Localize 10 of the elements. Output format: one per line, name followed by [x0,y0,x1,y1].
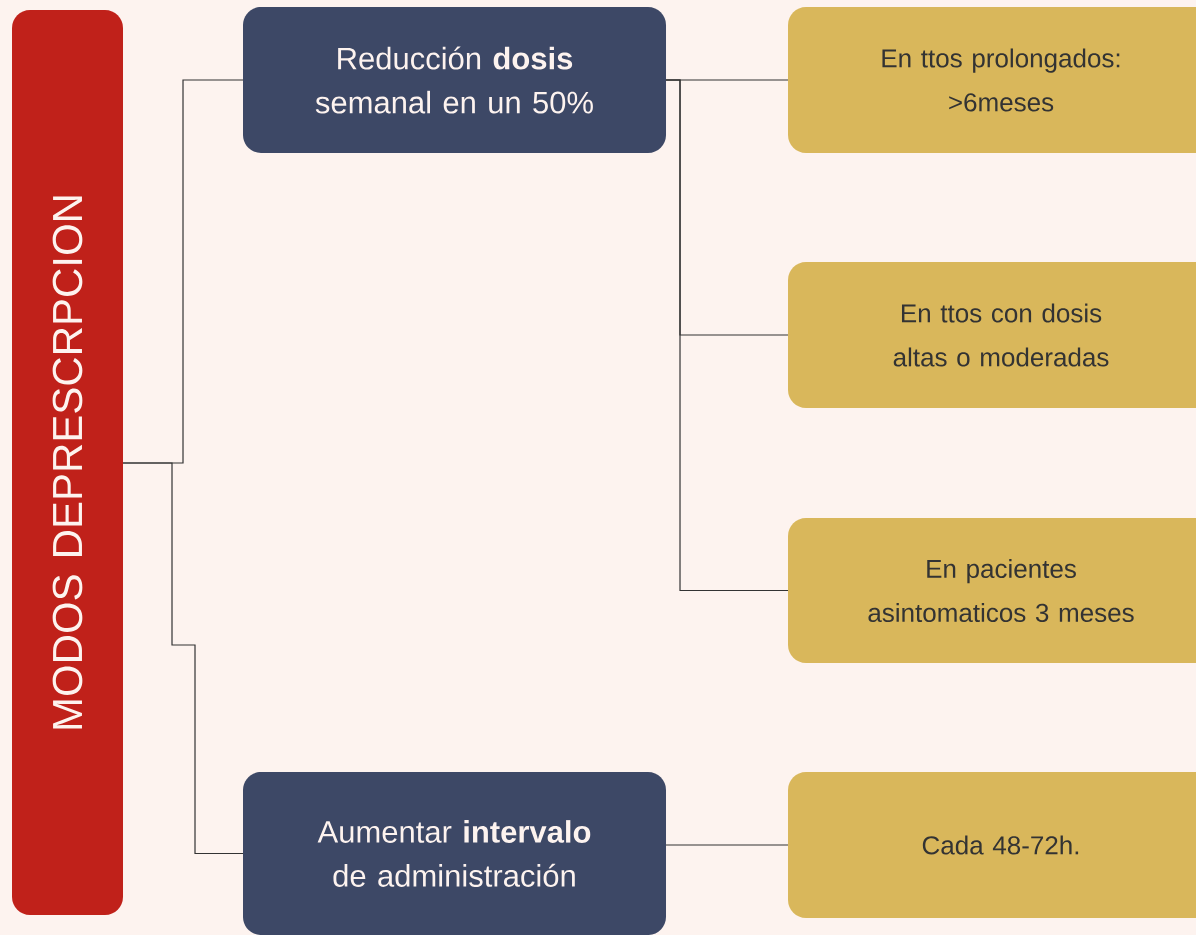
connector-line [665,844,789,846]
category-box: Reducción dosis semanal en un 50% [243,7,666,153]
detail-box: En ttos prolongados: >6meses [788,7,1196,153]
connector-line [665,79,789,592]
category-box: Aumentar intervalo de administración [243,772,666,935]
title-bar: MODOS DEPRESCRPCION [12,10,123,915]
detail-box: En ttos con dosis altas o moderadas [788,262,1196,408]
connector-line [122,462,244,855]
detail-box: En pacientes asintomaticos 3 meses [788,518,1196,663]
detail-box: Cada 48-72h. [788,772,1196,918]
